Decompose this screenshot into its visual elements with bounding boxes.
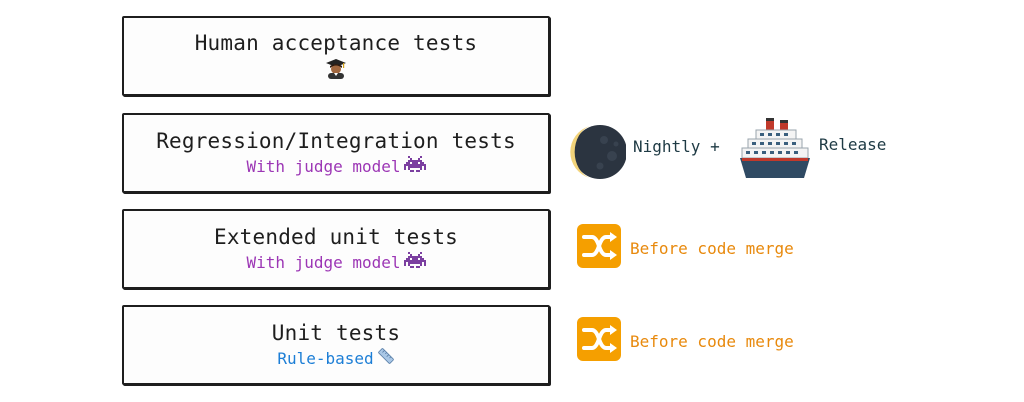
box-subtitle: With judge model xyxy=(246,155,426,179)
before-merge-annotation: Before code merge xyxy=(576,223,794,273)
release-label: Release xyxy=(819,135,887,154)
shuffle-icon xyxy=(576,316,622,366)
before-merge-label: Before code merge xyxy=(630,331,794,351)
box-title: Regression/Integration tests xyxy=(156,128,516,153)
box-subtitle: With judge model xyxy=(246,251,426,275)
judge-model-label: With judge model xyxy=(246,156,401,176)
crescent-moon-icon xyxy=(570,122,627,186)
box-title: Unit tests xyxy=(271,320,401,345)
alien-monster-icon xyxy=(403,155,426,179)
judge-model-label: With judge model xyxy=(246,252,401,272)
box-regression-integration-tests: Regression/Integration tests With judge … xyxy=(122,113,550,193)
before-merge-label: Before code merge xyxy=(630,238,794,258)
box-human-acceptance-tests: Human acceptance tests xyxy=(122,16,550,96)
box-unit-tests: Unit tests Rule-based xyxy=(122,305,550,385)
shuffle-icon xyxy=(576,223,622,273)
box-extended-unit-tests: Extended unit tests With judge model xyxy=(122,209,550,289)
box-subtitle: Rule-based xyxy=(277,347,394,371)
nightly-label: Nightly + xyxy=(633,137,720,156)
rule-based-label: Rule-based xyxy=(277,348,374,368)
ruler-icon xyxy=(377,347,395,371)
box-title: Extended unit tests xyxy=(213,224,459,249)
before-merge-annotation: Before code merge xyxy=(576,316,794,366)
graduate-student-icon xyxy=(325,57,347,83)
alien-monster-icon xyxy=(403,251,426,275)
box-title: Human acceptance tests xyxy=(194,30,478,55)
cruise-ship-icon xyxy=(738,114,812,188)
